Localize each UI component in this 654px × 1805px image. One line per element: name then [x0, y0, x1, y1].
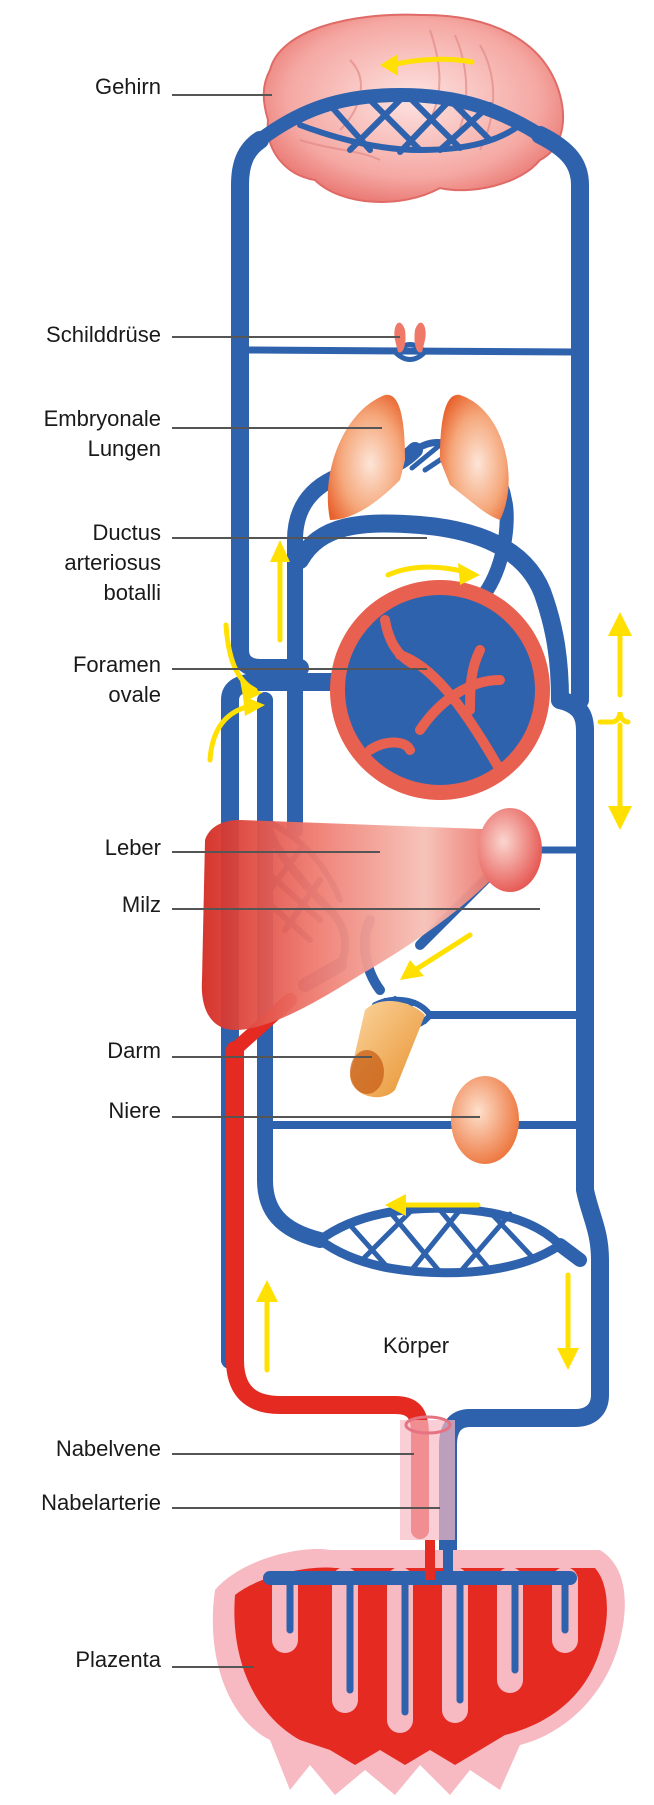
leader-line [172, 336, 400, 338]
label-leber: Leber [104, 835, 161, 860]
label-gehirn: Gehirn [94, 74, 161, 99]
label-nabelarterie: Nabelarterie [41, 1490, 161, 1515]
leader-line [172, 1666, 254, 1668]
umbilical-cord [400, 1415, 455, 1540]
leader-line [172, 1453, 414, 1455]
label-plazenta: Plazenta [75, 1647, 161, 1672]
lungs-organ [327, 394, 509, 520]
label-embryonale-lungen: Embryonale Lungen [43, 406, 161, 461]
placenta-organ [212, 1540, 625, 1795]
leader-line [172, 851, 380, 853]
arrowhead-icon [243, 696, 265, 716]
heart-organ [330, 580, 550, 800]
flow-arrow-intestine [412, 932, 473, 973]
label-milz: Milz [121, 892, 161, 917]
arrowhead-icon [380, 54, 398, 76]
arrowhead-icon [256, 1280, 278, 1302]
intestine-organ [350, 1000, 425, 1098]
flow-arrow-arch [385, 564, 468, 578]
arrowhead-icon [270, 540, 290, 562]
leader-line [172, 537, 427, 539]
arrowhead-icon [400, 960, 424, 980]
arrowhead-icon [458, 563, 480, 585]
leader-line [172, 427, 382, 429]
leader-line [172, 94, 272, 96]
brain-organ [262, 13, 565, 203]
liver-organ [201, 820, 520, 1030]
arrowhead-icon [385, 1194, 406, 1216]
arrowhead-icon [608, 806, 632, 830]
label-darm: Darm [107, 1038, 161, 1063]
kidney-organ [451, 1076, 519, 1164]
label-schilddruese: Schilddrüse [46, 322, 161, 347]
leader-line [172, 1507, 440, 1509]
flow-arrow-brain [389, 56, 475, 68]
arrowhead-icon [608, 612, 632, 636]
label-ductus-arteriosus-botalli: Ductus arteriosus botalli [64, 520, 161, 605]
arrowhead-icon [240, 680, 262, 702]
flow-arrows [207, 56, 631, 1373]
leader-line [172, 1056, 372, 1058]
spleen-organ [478, 808, 542, 892]
label-nabelvene: Nabelvene [55, 1436, 161, 1461]
leader-line [172, 668, 427, 670]
leader-line [172, 908, 540, 910]
label-foramen-ovale: Foramen ovale [72, 652, 161, 707]
flow-arrowheads [240, 54, 632, 1370]
label-niere: Niere [108, 1098, 161, 1123]
leader-line [172, 1116, 480, 1118]
label-koerper: Körper [383, 1333, 450, 1358]
arrowhead-icon [557, 1348, 579, 1370]
